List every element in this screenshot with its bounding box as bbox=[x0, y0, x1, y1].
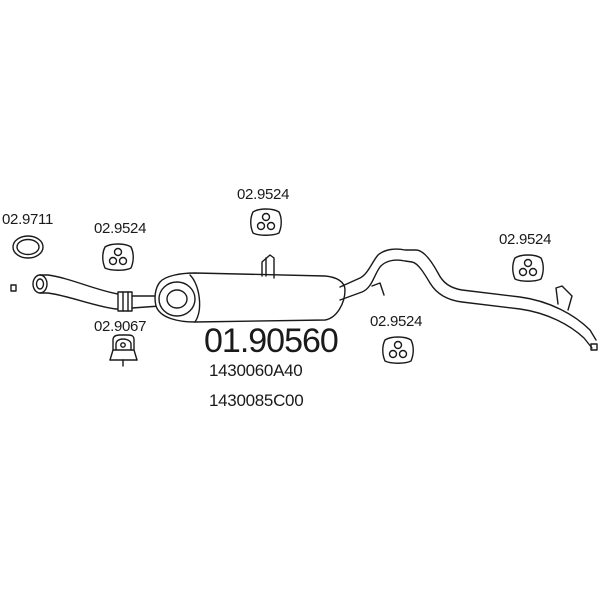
ring-clamp-icon bbox=[12, 235, 44, 259]
oem-number-1: 1430060A40 bbox=[209, 361, 303, 380]
label-hanger-right: 02.9524 bbox=[499, 231, 552, 248]
label-ring-clamp: 02.9711 bbox=[2, 211, 54, 228]
label-hanger-top: 02.9524 bbox=[237, 186, 290, 203]
tail-pipe bbox=[339, 248, 597, 349]
mount-rubber-icon bbox=[109, 334, 138, 367]
rubber-hanger-icon-mid bbox=[382, 336, 414, 364]
rubber-hanger-icon-right bbox=[512, 254, 544, 282]
label-hanger-mid: 02.9524 bbox=[370, 313, 423, 330]
label-hanger-front: 02.9524 bbox=[94, 220, 147, 237]
main-part-number: 01.90560 bbox=[204, 322, 339, 360]
oem-number-2: 1430085C00 bbox=[209, 391, 304, 410]
rubber-hanger-icon-top bbox=[250, 208, 282, 236]
label-mount-rubber: 02.9067 bbox=[94, 318, 147, 335]
front-end-marker bbox=[10, 284, 17, 292]
rubber-hanger-icon-front bbox=[102, 243, 134, 271]
rear-muffler bbox=[154, 254, 346, 323]
front-pipe bbox=[32, 274, 161, 312]
